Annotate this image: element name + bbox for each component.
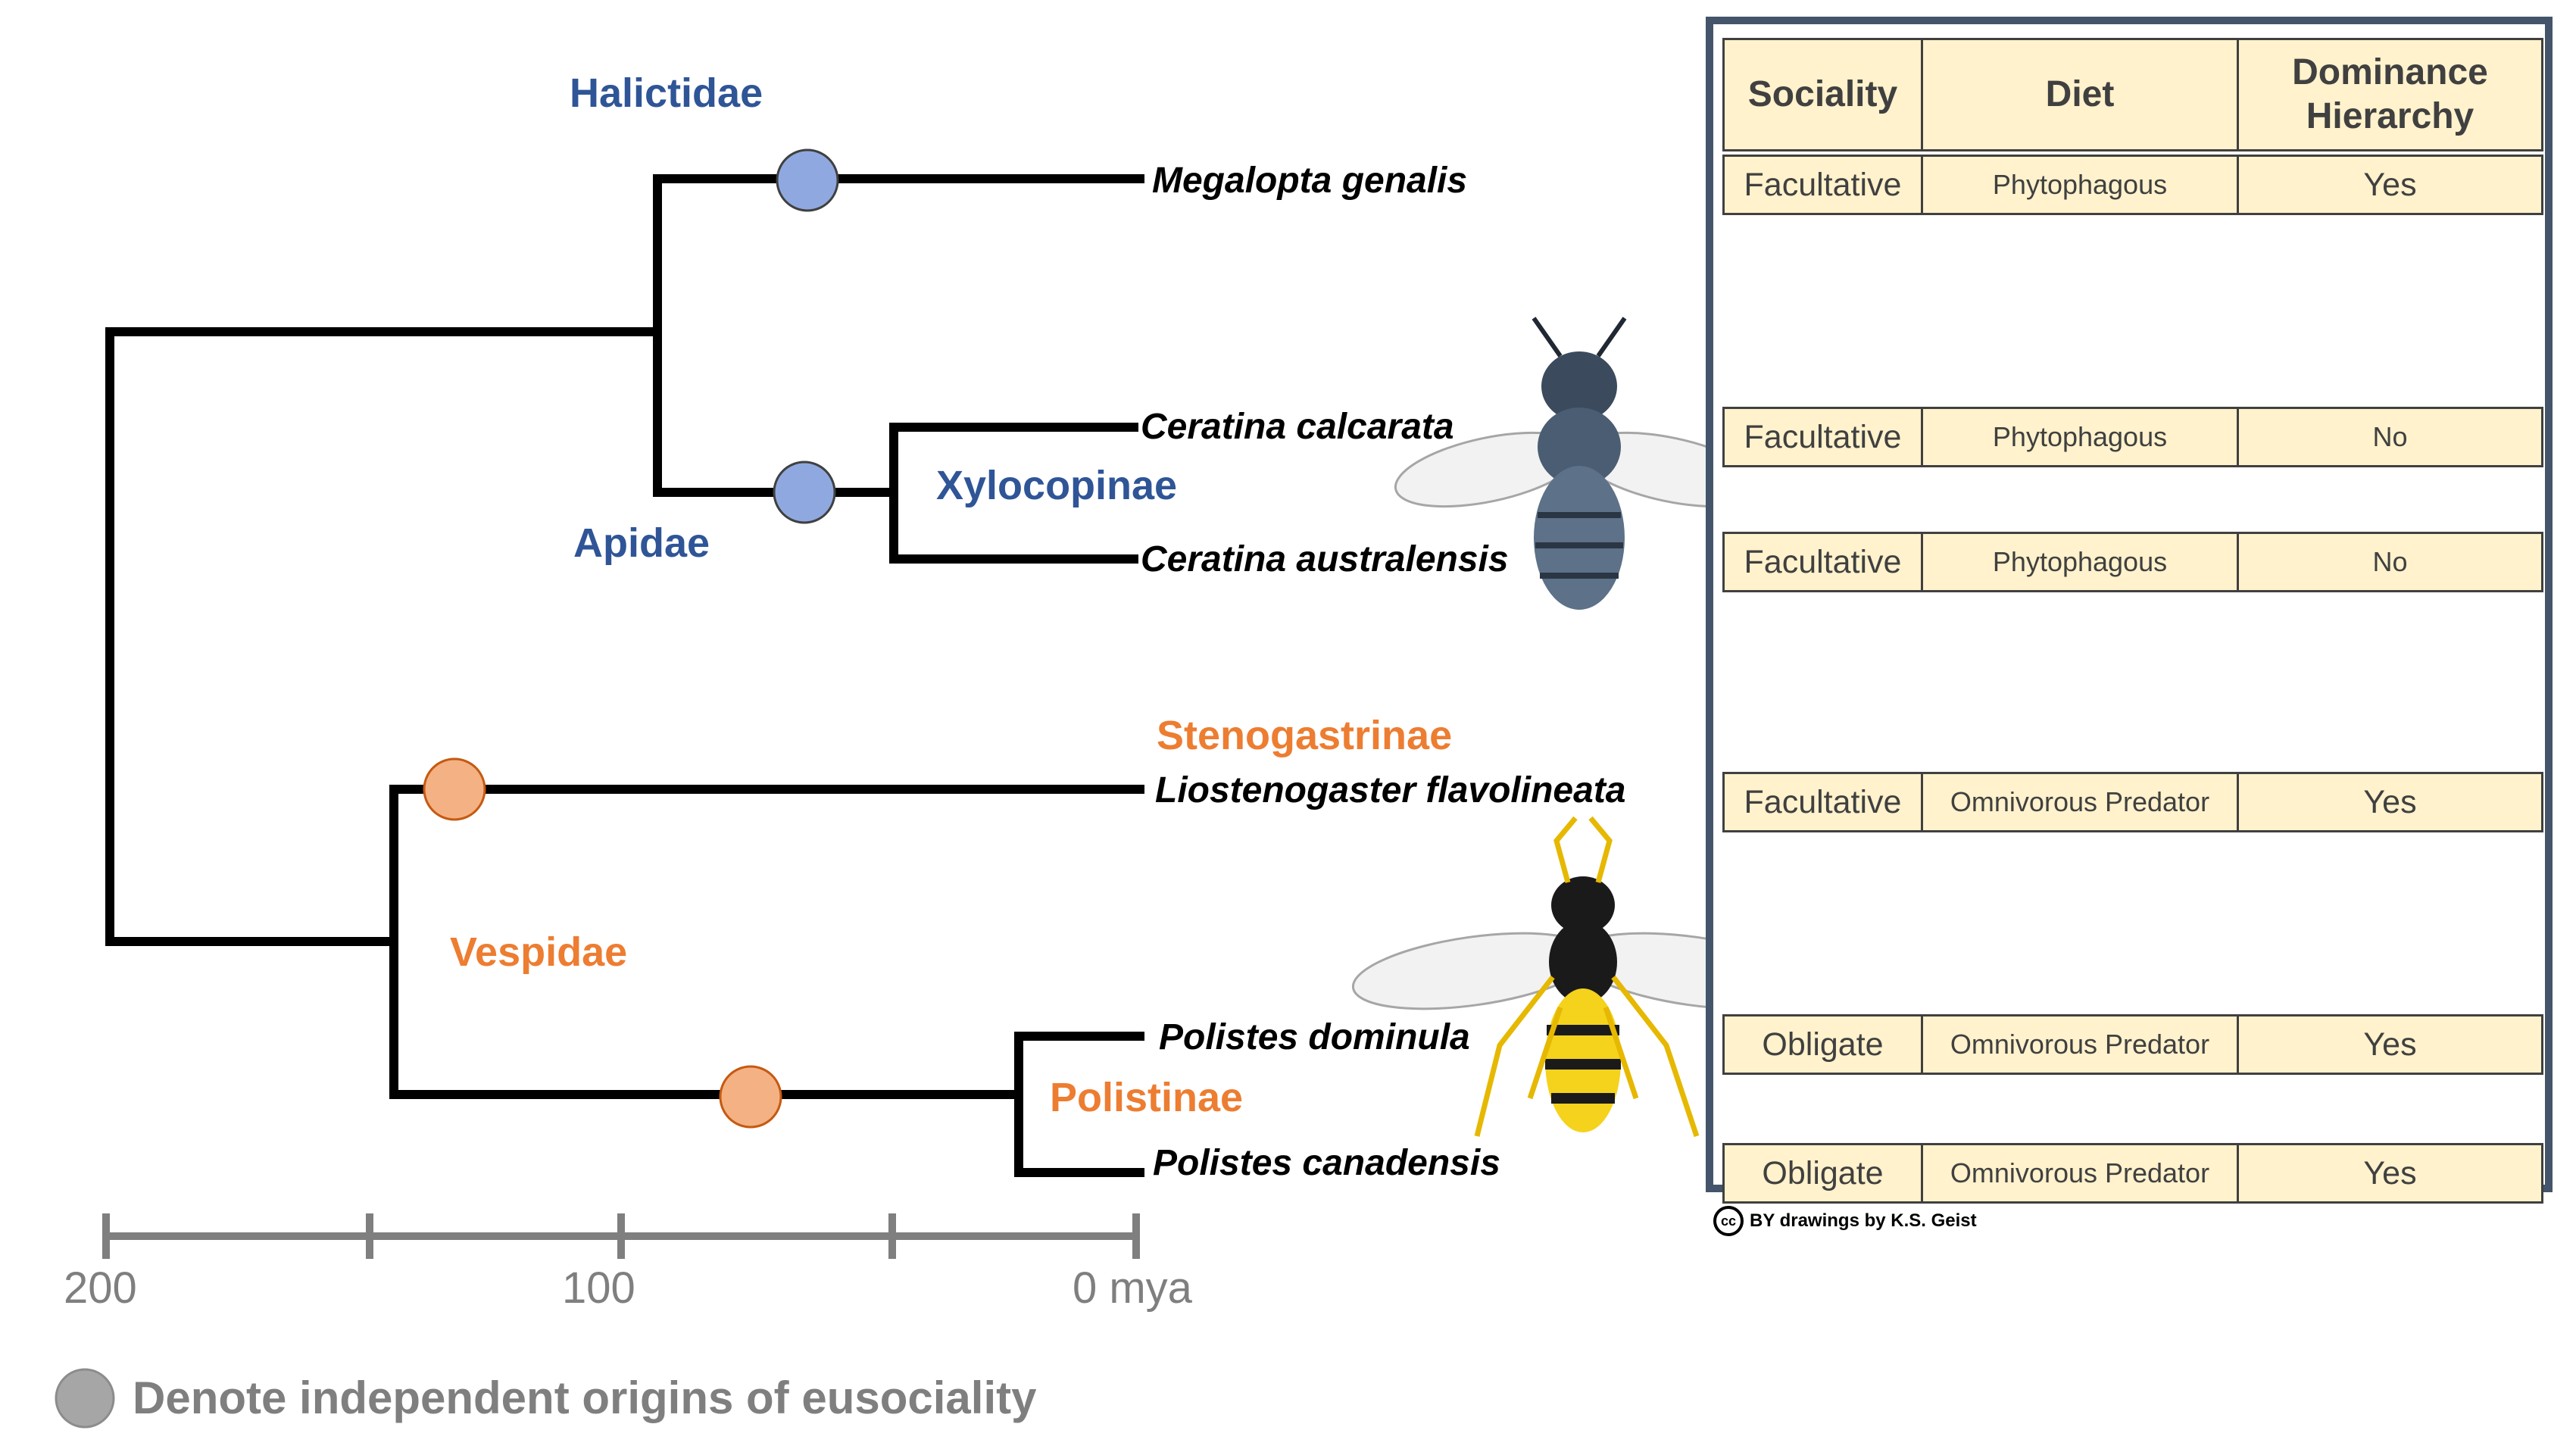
cell-sociality: Facultative	[1722, 772, 1923, 832]
cell-sociality: Facultative	[1722, 407, 1923, 467]
halictidae-label: Halictidae	[570, 70, 763, 116]
species-label: Ceratina calcarata	[1141, 407, 1454, 447]
cell-dominance: No	[2237, 407, 2543, 467]
xylocopinae-eusociality-node	[773, 461, 836, 524]
cell-dominance: No	[2237, 532, 2543, 592]
bee-illustration	[1394, 317, 1765, 610]
cell-diet: Omnivorous Predator	[1921, 1014, 2239, 1075]
species-label: Ceratina australensis	[1141, 539, 1509, 579]
cc-license-icon: cc	[1713, 1206, 1744, 1236]
cell-diet: Phytophagous	[1921, 155, 2239, 215]
apidae-label: Apidae	[573, 520, 710, 566]
header-sociality: Sociality	[1722, 38, 1923, 151]
row-divider	[1722, 830, 2543, 832]
stenogastrinae-eusociality-node	[423, 757, 486, 821]
halictidae-eusociality-node	[776, 148, 839, 212]
cell-sociality: Facultative	[1722, 155, 1923, 215]
axis-label-0: 0 mya	[1073, 1263, 1192, 1313]
axis-label-200: 200	[64, 1263, 137, 1313]
cell-sociality: Obligate	[1722, 1014, 1923, 1075]
species-label: Megalopta genalis	[1152, 161, 1468, 201]
row-divider	[1722, 1201, 2543, 1204]
cell-diet: Phytophagous	[1921, 407, 2239, 467]
row-divider	[1722, 590, 2543, 592]
legend-node-icon	[55, 1368, 115, 1429]
axis-label-100: 100	[562, 1263, 635, 1313]
cell-dominance: Yes	[2237, 1143, 2543, 1204]
cell-diet: Phytophagous	[1921, 532, 2239, 592]
cell-diet: Omnivorous Predator	[1921, 1143, 2239, 1204]
vespidae-label: Vespidae	[450, 929, 628, 975]
stenogastrinae-label: Stenogastrinae	[1157, 713, 1453, 758]
xylocopinae-label: Xylocopinae	[936, 463, 1178, 508]
cell-sociality: Obligate	[1722, 1143, 1923, 1204]
trait-table-panel: Sociality Diet Dominance Hierarchy Facul…	[1706, 17, 2553, 1204]
header-dominance: Dominance Hierarchy	[2237, 38, 2543, 151]
row-divider	[1722, 1073, 2543, 1075]
polistinae-label: Polistinae	[1050, 1075, 1244, 1120]
cell-dominance: Yes	[2237, 1014, 2543, 1075]
row-divider	[1722, 213, 2543, 215]
species-label: Liostenogaster flavolineata	[1155, 770, 1626, 810]
image-credit: cc BY drawings by K.S. Geist	[1713, 1206, 1977, 1236]
legend-text: Denote independent origins of eusocialit…	[133, 1372, 1037, 1423]
polistinae-eusociality-node	[719, 1065, 782, 1129]
cell-dominance: Yes	[2237, 155, 2543, 215]
row-divider	[1722, 465, 2543, 467]
credit-text: BY drawings by K.S. Geist	[1750, 1210, 1977, 1231]
cell-diet: Omnivorous Predator	[1921, 772, 2239, 832]
cell-sociality: Facultative	[1722, 532, 1923, 592]
species-label: Polistes canadensis	[1153, 1143, 1500, 1183]
header-diet: Diet	[1921, 38, 2239, 151]
species-label: Polistes dominula	[1159, 1017, 1470, 1057]
cell-dominance: Yes	[2237, 772, 2543, 832]
